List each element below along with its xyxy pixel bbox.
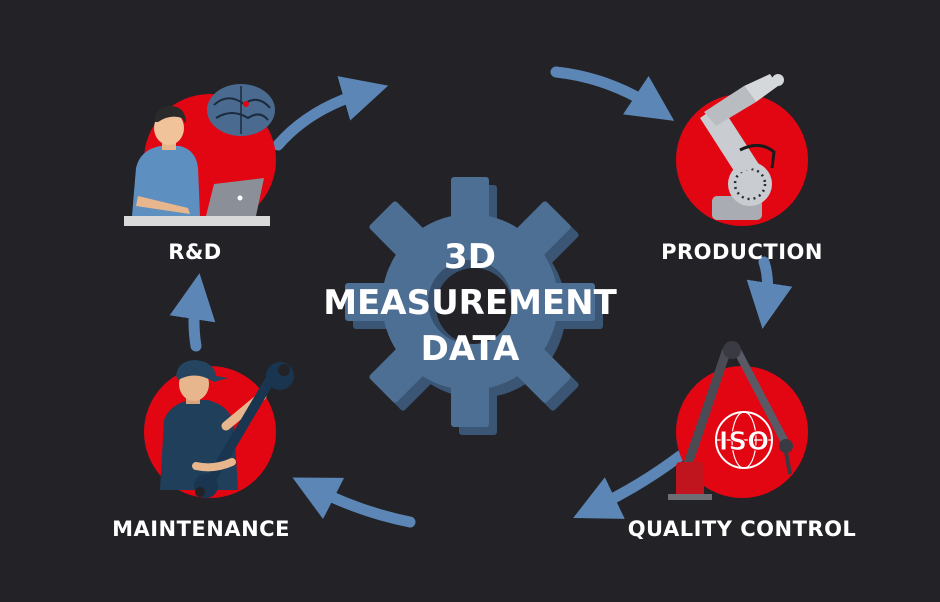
person-at-laptop-icon (124, 106, 270, 226)
mechanic-with-wrench-icon (160, 360, 294, 498)
arrow-quality-to-bottom (573, 450, 686, 519)
stage-label-quality: QUALITY CONTROL (627, 517, 857, 541)
stage-label-maintenance: MAINTENANCE (112, 517, 290, 541)
iso-badge-label: ISO (719, 427, 770, 457)
center-title-line-3: DATA (420, 329, 520, 369)
robot-arm-icon (700, 74, 784, 220)
stage-label-rd: R&D (168, 240, 222, 264)
quality-illustration: ISO (668, 341, 808, 500)
cycle-arrows (169, 66, 793, 528)
gear-icon (345, 177, 603, 435)
measuring-arm-icon (668, 341, 793, 500)
center-title-line-2: MEASUREMENT (323, 283, 617, 323)
arrow-production-to-quality (746, 256, 793, 329)
center-title-line-1: 3D (444, 237, 496, 277)
center-title: 3D MEASUREMENT DATA (300, 234, 640, 372)
production-illustration (676, 74, 808, 226)
arrow-rd-to-top (272, 76, 389, 151)
rd-illustration (124, 84, 276, 226)
arrow-top-to-production (550, 66, 675, 121)
stage-label-production: PRODUCTION (661, 240, 823, 264)
arrow-bottom-to-maintenance (292, 477, 416, 528)
brain-icon (207, 84, 275, 136)
maintenance-illustration (144, 360, 294, 498)
arrow-maintenance-to-rd (169, 273, 216, 352)
iso-badge-icon: ISO (715, 411, 773, 469)
